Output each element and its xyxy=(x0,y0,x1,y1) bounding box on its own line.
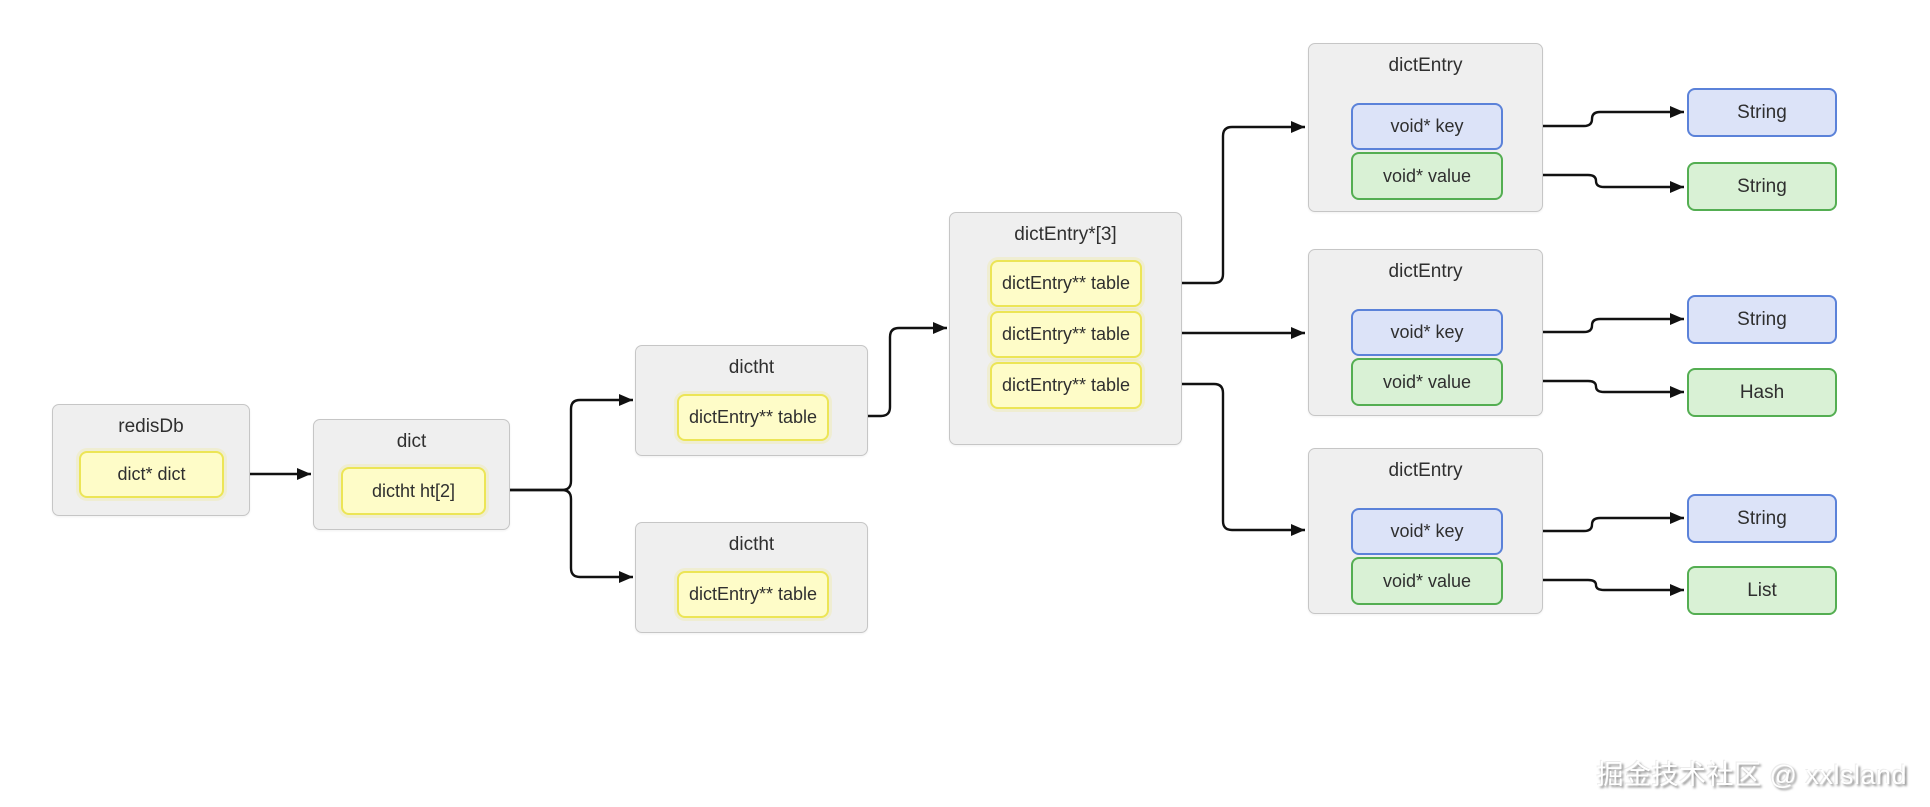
watermark-text: 掘金技术社区 @ xxlsland xyxy=(1596,760,1907,790)
connector-key2-to-string3 xyxy=(1504,313,1684,334)
node-dict: dict dictht ht[2] xyxy=(313,419,510,530)
connector-value3-to-list xyxy=(1504,578,1684,596)
node-dictht-top-title: dictht xyxy=(728,357,775,378)
node-dictht-bottom: dictht dictEntry** table xyxy=(635,522,868,633)
typebox-list: List xyxy=(1687,566,1837,615)
typebox-string-2: String xyxy=(1687,162,1837,211)
field-dictht-bottom-table: dictEntry** table xyxy=(677,571,829,618)
typebox-string-5: String xyxy=(1687,494,1837,543)
field-dict-ht: dictht ht[2] xyxy=(341,467,486,515)
field-dictentry-3-value: void* value xyxy=(1351,557,1503,605)
node-dictentry-3: dictEntry void* key void* value xyxy=(1308,448,1543,614)
typebox-string-1: String xyxy=(1687,88,1837,137)
node-dictentry-array-title: dictEntry*[3] xyxy=(1014,224,1117,245)
field-dictentry-2-key: void* key xyxy=(1351,309,1503,356)
node-dictentry-2: dictEntry void* key void* value xyxy=(1308,249,1543,416)
connector-value2-to-hash xyxy=(1504,379,1684,398)
typebox-hash: Hash xyxy=(1687,368,1837,417)
node-dictentry-3-title: dictEntry xyxy=(1388,460,1463,481)
connector-key3-to-string5 xyxy=(1504,512,1684,533)
field-dictentry-1-value: void* value xyxy=(1351,152,1503,200)
node-redisdb-title: redisDb xyxy=(118,416,184,437)
field-dictentry-1-key: void* key xyxy=(1351,103,1503,150)
node-dictht-top: dictht dictEntry** table xyxy=(635,345,868,456)
node-dict-title: dict xyxy=(396,431,427,452)
field-entry-array-row-3: dictEntry** table xyxy=(990,362,1142,409)
connector-dictht-to-entry-array xyxy=(830,322,947,418)
field-dictentry-3-key: void* key xyxy=(1351,508,1503,555)
field-dictentry-2-value: void* value xyxy=(1351,358,1503,406)
connector-value1-to-string2 xyxy=(1504,173,1684,193)
field-entry-array-row-1: dictEntry** table xyxy=(990,260,1142,307)
connector-dict-to-dictht-bottom xyxy=(485,488,633,583)
node-redisdb: redisDb dict* dict xyxy=(52,404,250,516)
node-dictentry-1: dictEntry void* key void* value xyxy=(1308,43,1543,212)
node-dictentry-array: dictEntry*[3] dictEntry** table dictEntr… xyxy=(949,212,1182,445)
node-dictentry-1-title: dictEntry xyxy=(1388,55,1463,76)
node-dictht-bottom-title: dictht xyxy=(728,534,775,555)
connector-row3-to-dictentry3 xyxy=(1141,382,1305,536)
node-dictentry-2-title: dictEntry xyxy=(1388,261,1463,282)
field-redisdb-dict-pointer: dict* dict xyxy=(79,451,224,498)
connector-row1-to-dictentry1 xyxy=(1141,121,1305,285)
connector-key1-to-string1 xyxy=(1504,106,1684,128)
field-dictht-top-table: dictEntry** table xyxy=(677,394,829,441)
typebox-string-3: String xyxy=(1687,295,1837,344)
field-entry-array-row-2: dictEntry** table xyxy=(990,311,1142,358)
